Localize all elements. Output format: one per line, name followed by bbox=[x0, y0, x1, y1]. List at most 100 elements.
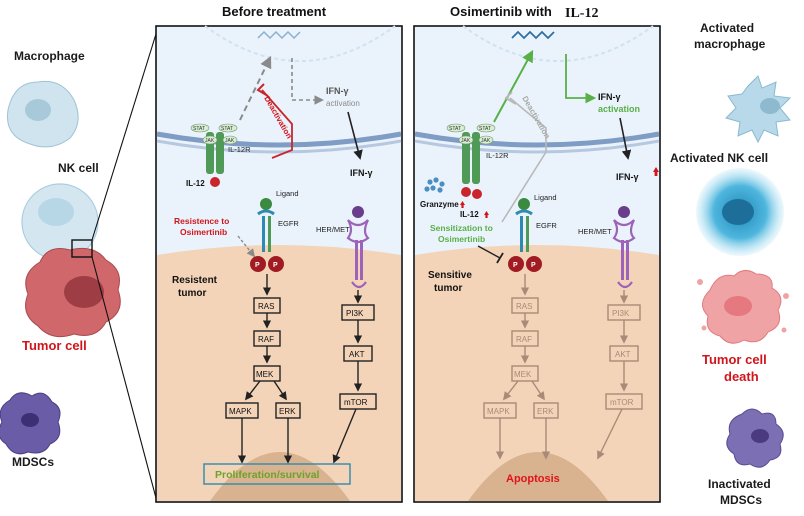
panel-osimertinib-il12: Osimertinib with IL-12 IFN-γ activation … bbox=[413, 4, 661, 503]
ligand-label: Ligand bbox=[276, 189, 299, 198]
activated-macrophage-label-2: macrophage bbox=[694, 37, 766, 51]
ligand-label-right: Ligand bbox=[534, 193, 557, 202]
nk-cell-icon bbox=[21, 183, 99, 261]
deactivation-inhibitor bbox=[261, 89, 293, 159]
granzyme-label: Granzyme bbox=[420, 200, 459, 209]
ifn-activation-label-2-right: activation bbox=[598, 104, 640, 114]
mapk-pathway: RAS RAF MEK MAPK ERK bbox=[225, 274, 301, 464]
mek-node bbox=[253, 365, 281, 382]
activated-macrophage-label-1: Activated bbox=[700, 21, 754, 35]
svg-text:RAF: RAF bbox=[516, 335, 532, 344]
granzyme-icon bbox=[424, 177, 445, 193]
ifn-activation-label-2: activation bbox=[326, 99, 360, 108]
svg-text:P: P bbox=[255, 262, 260, 269]
svg-text:STAT: STAT bbox=[221, 126, 233, 132]
nk-cell-label: NK cell bbox=[58, 161, 99, 175]
ifn-label-right: IFN-γ bbox=[616, 172, 639, 182]
resistance-label-2: Osimertinib bbox=[180, 227, 227, 237]
her-met-receptor-right bbox=[612, 206, 636, 289]
svg-text:RAF: RAF bbox=[258, 335, 274, 344]
svg-text:ERK: ERK bbox=[279, 407, 296, 416]
immune-nucleus-envelope bbox=[204, 25, 396, 62]
svg-text:mTOR: mTOR bbox=[610, 398, 634, 407]
svg-text:STAT: STAT bbox=[449, 126, 461, 132]
activated-macrophage-icon bbox=[725, 75, 792, 144]
title-before-treatment: Before treatment bbox=[222, 4, 327, 19]
svg-text:JAK: JAK bbox=[225, 138, 235, 144]
svg-text:STAT: STAT bbox=[193, 126, 205, 132]
svg-text:AKT: AKT bbox=[615, 350, 631, 359]
green-activation-arrow bbox=[493, 49, 534, 123]
arrow-to-nucleus bbox=[239, 55, 272, 121]
arrow-ifn-activation bbox=[291, 58, 324, 105]
egfr-receptor: P P bbox=[250, 198, 284, 272]
up-arrow-icon bbox=[653, 167, 659, 176]
svg-text:RAS: RAS bbox=[516, 302, 532, 311]
tumor-cell-icon bbox=[25, 247, 121, 338]
tumor-label-1-right: Sensitive bbox=[428, 270, 472, 281]
cell-membrane bbox=[156, 131, 402, 148]
svg-text:P: P bbox=[513, 262, 518, 269]
sensitization-label-1: Sensitization to bbox=[430, 223, 493, 233]
inactivated-label-2: MDSCs bbox=[720, 493, 762, 507]
up-arrow-icon bbox=[460, 201, 465, 208]
svg-text:PI3K: PI3K bbox=[612, 309, 630, 318]
svg-text:MEK: MEK bbox=[256, 370, 274, 379]
her-met-label-right: HER/MET bbox=[578, 227, 612, 236]
activated-nk-label: Activated NK cell bbox=[670, 151, 768, 165]
svg-text:JAK: JAK bbox=[481, 138, 491, 144]
mtor-node-faded bbox=[605, 393, 643, 410]
egfr-label: EGFR bbox=[278, 219, 299, 228]
mdscs-label: MDSCs bbox=[12, 455, 54, 469]
svg-text:MAPK: MAPK bbox=[487, 407, 510, 416]
tumor-death-icon bbox=[697, 270, 789, 344]
svg-text:RAS: RAS bbox=[258, 302, 274, 311]
inactivated-label-1: Inactivated bbox=[708, 477, 771, 491]
title-after-suffix: IL-12 bbox=[565, 6, 598, 21]
deactivation-faded bbox=[501, 97, 547, 223]
svg-text:P: P bbox=[531, 262, 536, 269]
dna-icon bbox=[257, 30, 301, 40]
panel-before-treatment: Before treatment IFN-γ activation IFN-γ … bbox=[155, 4, 403, 503]
zoom-line-top bbox=[91, 33, 157, 241]
title-after-prefix: Osimertinib with bbox=[450, 4, 552, 19]
activated-nk-icon bbox=[696, 168, 784, 256]
arrow-ifn-release bbox=[347, 111, 363, 160]
mtor-node bbox=[339, 393, 377, 410]
il12r-receptor: STAT STAT JAK JAK bbox=[190, 123, 238, 187]
tumor-cytoplasm bbox=[157, 245, 401, 501]
pi3k-pathway: PI3K AKT mTOR bbox=[332, 290, 377, 464]
svg-text:PI3K: PI3K bbox=[346, 309, 364, 318]
sensitization-label-2: Osimertinib bbox=[438, 234, 485, 244]
her-met-label: HER/MET bbox=[316, 225, 350, 234]
inactivated-mdsc-icon bbox=[726, 408, 784, 468]
svg-text:JAK: JAK bbox=[205, 138, 215, 144]
mdsc-icon bbox=[0, 392, 61, 455]
up-arrow-icon bbox=[484, 211, 489, 218]
svg-text:AKT: AKT bbox=[349, 350, 365, 359]
ifn-activation-label-1: IFN-γ bbox=[326, 86, 349, 96]
cell-membrane-right bbox=[414, 131, 660, 148]
il12-label-right: IL-12 bbox=[460, 210, 479, 219]
arrow-ifn-activation-right bbox=[565, 54, 597, 104]
macrophage-label: Macrophage bbox=[14, 49, 85, 63]
svg-text:JAK: JAK bbox=[461, 138, 471, 144]
il12-label: IL-12 bbox=[186, 179, 205, 188]
svg-text:ERK: ERK bbox=[537, 407, 554, 416]
egfr-receptor-right: P P bbox=[508, 198, 542, 272]
ifn-label: IFN-γ bbox=[350, 168, 373, 178]
svg-text:P: P bbox=[273, 262, 278, 269]
tumor-nucleus-right bbox=[468, 452, 608, 501]
mapk-pathway-faded: RAS RAF MEK MAPK ERK bbox=[483, 274, 559, 460]
resistance-label-1: Resistence to bbox=[174, 216, 229, 226]
apoptosis-label: Apoptosis bbox=[506, 473, 560, 485]
her-met-receptor bbox=[346, 206, 370, 289]
egfr-label-right: EGFR bbox=[536, 221, 557, 230]
il12r-label: IL-12R bbox=[228, 145, 251, 154]
macrophage-icon bbox=[6, 80, 79, 148]
left-cell-column: Macrophage NK cell Tumor cell MDSCs bbox=[0, 33, 157, 499]
zoom-box bbox=[71, 239, 93, 258]
svg-text:MAPK: MAPK bbox=[229, 407, 252, 416]
tumor-label-2: tumor bbox=[178, 288, 206, 299]
